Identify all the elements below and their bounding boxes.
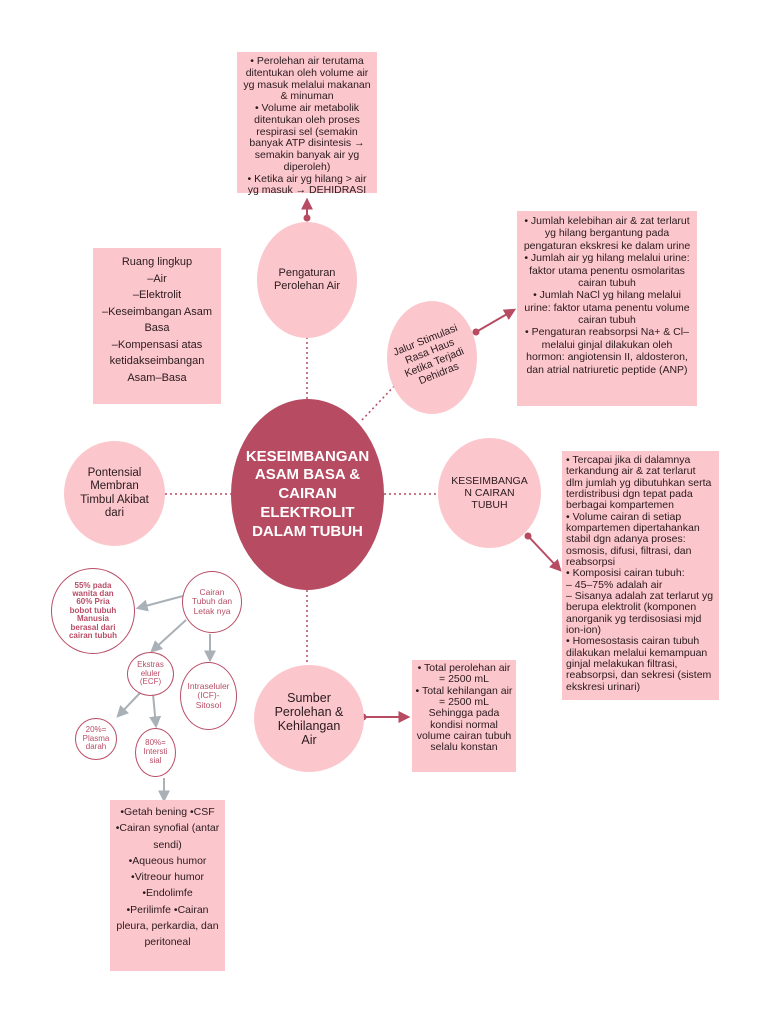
- box-keseimbangan-info: • Tercapai jika di dalamnya terkandung a…: [562, 451, 719, 700]
- persen-line-1: wanita dan: [72, 589, 114, 599]
- persen-line-3: bobot tubuh: [69, 605, 117, 615]
- intersti-line-2: sial: [149, 755, 162, 765]
- arrow-cairan-persen: [135, 595, 184, 612]
- link-keseimbangan-box: [527, 535, 562, 572]
- center-line-0: KESEIMBANGAN: [245, 447, 370, 465]
- text-getah-4: •Endolimfe: [142, 887, 193, 900]
- node-jalur-stimulasi: Jalur Stimulasi Rasa Haus Ketika Terjadi…: [387, 301, 477, 414]
- arrow-ekstra-plasma: [116, 692, 141, 718]
- box-perolehan-air: • Perolehan air terutama ditentukan oleh…: [237, 52, 377, 196]
- sumber-line-0: Sumber: [287, 690, 331, 705]
- intersti-line-1: Intersti: [143, 747, 168, 757]
- ekstra-line-1: eluler: [140, 668, 161, 678]
- ekstra-line-2: (ECF): [139, 677, 162, 687]
- text-keseimbangan-3: – 45–75% adalah air: [566, 578, 663, 591]
- cairan-line-1: Tubuh dan: [191, 596, 233, 607]
- box-total-air: • Total perolehan air = 2500 mL • Total …: [412, 660, 516, 772]
- intra-line-1: (ICF)-: [197, 690, 220, 701]
- box-cairan-interstisial-list: •Getah bening •CSF •Cairan synofial (ant…: [110, 800, 225, 971]
- node-interstisial: 80%= Intersti sial: [135, 728, 176, 777]
- pontensial-line-2: Timbul Akibat: [80, 493, 149, 506]
- cairan-line-2: Letak nya: [193, 605, 231, 616]
- persen-line-4: Manusia: [76, 614, 109, 624]
- keseimbangan-line-0: KESEIMBANGA: [451, 474, 528, 487]
- pontensial-line-0: Pontensial: [87, 467, 142, 480]
- sumber-line-1: Perolehan &: [274, 704, 344, 719]
- text-total-0: • Total perolehan air = 2500 mL: [417, 662, 511, 686]
- ruang-line-3: –Keseimbangan Asam Basa: [101, 305, 213, 335]
- node-sumber-perolehan-kehilangan: Sumber Perolehan & Kehilangan Air: [254, 665, 364, 772]
- ruang-line-4: –Kompensasi atas ketidakseimbangan Asam–…: [109, 338, 205, 384]
- text-jalur-2: • Jumlah NaCl yg hilang melalui urine: f…: [524, 289, 690, 326]
- text-perolehan-1: • Volume air metabolik ditentukan oleh p…: [249, 102, 365, 173]
- box-jalur-info: • Jumlah kelebihan air & zat terlarut yg…: [517, 211, 697, 406]
- dot-pengaturan: [303, 214, 311, 222]
- node-ekstraseluler: Ekstras eluler (ECF): [127, 652, 174, 696]
- persen-line-5: berasal dari: [70, 622, 116, 632]
- node-pontensial-membran: Pontensial Membran Timbul Akibat dari: [64, 441, 165, 546]
- text-keseimbangan-0: • Tercapai jika di dalamnya terkandung a…: [566, 454, 712, 512]
- cairan-line-0: Cairan: [199, 586, 225, 597]
- sumber-line-3: Air: [301, 732, 317, 747]
- ruang-line-1: –Air: [147, 272, 167, 285]
- text-getah-1: •Cairan synofial (antar sendi): [115, 822, 220, 851]
- text-keseimbangan-1: • Volume cairan di setiap kompartemen di…: [566, 510, 700, 568]
- center-line-3: ELEKTROLIT: [260, 503, 355, 521]
- text-getah-0: •Getah bening •CSF: [120, 806, 215, 818]
- persen-line-6: cairan tubuh: [68, 630, 117, 640]
- intra-line-0: Intraseluler: [187, 680, 230, 691]
- text-jalur-1: • Jumlah air yg hilang melalui urine: fa…: [524, 252, 690, 289]
- keseimbangan-line-1: N CAIRAN: [464, 486, 515, 499]
- text-keseimbangan-2: • Komposisi cairan tubuh:: [566, 567, 685, 580]
- plasma-line-0: 20%=: [85, 724, 107, 734]
- keseimbangan-line-2: TUBUH: [471, 499, 508, 512]
- node-persentase-cairan: 55% pada wanita dan 60% Pria bobot tubuh…: [51, 568, 135, 654]
- text-perolehan-2: • Ketika air yg hilang > air yg masuk → …: [247, 172, 367, 197]
- arrow-ekstra-intersti: [149, 693, 162, 729]
- node-intraseluler: Intraseluler (ICF)- Sitosol: [180, 662, 237, 730]
- node-pengaturan-perolehan-air: Pengaturan Perolehan Air: [257, 222, 357, 338]
- text-getah-3: •Vitreour humor: [131, 871, 204, 884]
- node-plasma-darah: 20%= Plasma darah: [75, 718, 117, 760]
- node-cairan-tubuh-letak: Cairan Tubuh dan Letak nya: [182, 571, 242, 633]
- text-getah-5: •Perilimfe •Cairan pleura, perkardia, da…: [116, 903, 219, 949]
- persen-line-0: 55% pada: [74, 580, 112, 590]
- center-line-4: DALAM TUBUH: [252, 522, 363, 540]
- sumber-line-2: Kehilangan: [277, 718, 341, 733]
- plasma-line-2: darah: [85, 742, 107, 752]
- text-jalur-0: • Jumlah kelebihan air & zat terlarut yg…: [523, 215, 691, 252]
- text-getah-2: •Aqueous humor: [128, 854, 207, 867]
- ruang-line-0: Ruang lingkup: [121, 256, 193, 268]
- persen-line-2: 60% Pria: [76, 597, 110, 607]
- text-total-2: Sehingga pada kondisi normal volume cair…: [416, 707, 512, 754]
- text-perolehan-0: • Perolehan air terutama ditentukan oleh…: [243, 55, 371, 103]
- dot-jalur: [472, 328, 480, 336]
- plasma-line-1: Plasma: [82, 733, 110, 743]
- link-jalur-box: [475, 308, 517, 333]
- arrow-cairan-ekstra: [150, 619, 187, 653]
- node-keseimbangan-cairan-tubuh: KESEIMBANGA N CAIRAN TUBUH: [438, 438, 541, 548]
- node-center-title: KESEIMBANGAN ASAM BASA & CAIRAN ELEKTROL…: [231, 399, 384, 590]
- ekstra-line-0: Ekstras: [137, 659, 164, 669]
- pontensial-line-3: dari: [104, 506, 125, 519]
- text-keseimbangan-5: • Homesostasis cairan tubuh dilakukan me…: [566, 635, 712, 693]
- ruang-line-2: –Elektrolit: [132, 289, 182, 301]
- text-keseimbangan-4: – Sisanya adalah zat terlarut yg berupa …: [566, 589, 714, 636]
- text-total-1: • Total kehilangan air = 2500 mL: [415, 684, 513, 708]
- text-jalur-3: • Pengaturan reabsorpsi Na+ & Cl– melalu…: [525, 326, 689, 376]
- center-line-2: CAIRAN: [278, 485, 337, 503]
- dot-keseimbangan: [524, 532, 532, 540]
- intersti-line-0: 80%=: [145, 738, 166, 748]
- box-ruang-lingkup: Ruang lingkup –Air –Elektrolit –Keseimba…: [93, 248, 221, 404]
- pontensial-line-1: Membran: [90, 480, 139, 493]
- pengaturan-line-0: Pengaturan: [278, 267, 336, 280]
- pengaturan-line-1: Perolehan Air: [273, 280, 341, 292]
- intra-line-2: Sitosol: [195, 699, 222, 710]
- center-line-1: ASAM BASA &: [254, 466, 361, 484]
